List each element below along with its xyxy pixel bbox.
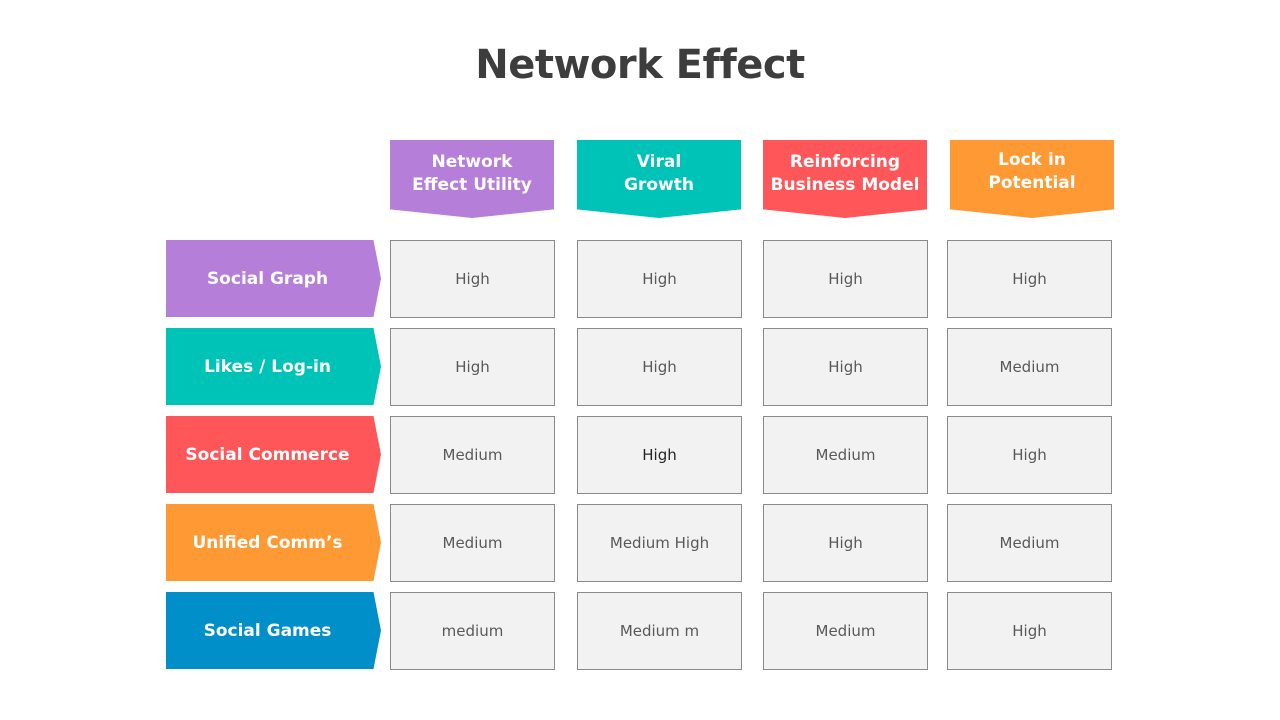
- table-cell: High: [763, 328, 928, 406]
- table-cell: High: [763, 504, 928, 582]
- table-cell: Medium: [763, 416, 928, 494]
- column-header-viral-growth: Viral Growth: [577, 140, 741, 218]
- table-cell: Medium m: [577, 592, 742, 670]
- column-header-network-effect-utility: Network Effect Utility: [390, 140, 554, 218]
- table-cell: High: [763, 240, 928, 318]
- row-label-unified-comms: Unified Comm’s: [166, 504, 381, 581]
- column-header-reinforcing-business-model: Reinforcing Business Model: [763, 140, 927, 218]
- page-title: Network Effect: [475, 42, 805, 88]
- table-cell: High: [577, 240, 742, 318]
- table-cell: High: [390, 328, 555, 406]
- table-cell: High: [947, 592, 1112, 670]
- row-label-social-graph: Social Graph: [166, 240, 381, 317]
- table-cell: High: [947, 416, 1112, 494]
- table-cell: High: [577, 416, 742, 494]
- table-cell: Medium: [390, 416, 555, 494]
- table-cell: Medium: [763, 592, 928, 670]
- table-cell: Medium: [947, 504, 1112, 582]
- table-cell: High: [577, 328, 742, 406]
- table-cell: Medium: [390, 504, 555, 582]
- table-cell: High: [947, 240, 1112, 318]
- table-cell: Medium: [947, 328, 1112, 406]
- table-cell: medium: [390, 592, 555, 670]
- row-label-social-games: Social Games: [166, 592, 381, 669]
- table-cell: High: [390, 240, 555, 318]
- column-header-lock-in-potential: Lock in Potential: [950, 140, 1114, 218]
- row-label-social-commerce: Social Commerce: [166, 416, 381, 493]
- row-label-likes-log-in: Likes / Log-in: [166, 328, 381, 405]
- table-cell: Medium High: [577, 504, 742, 582]
